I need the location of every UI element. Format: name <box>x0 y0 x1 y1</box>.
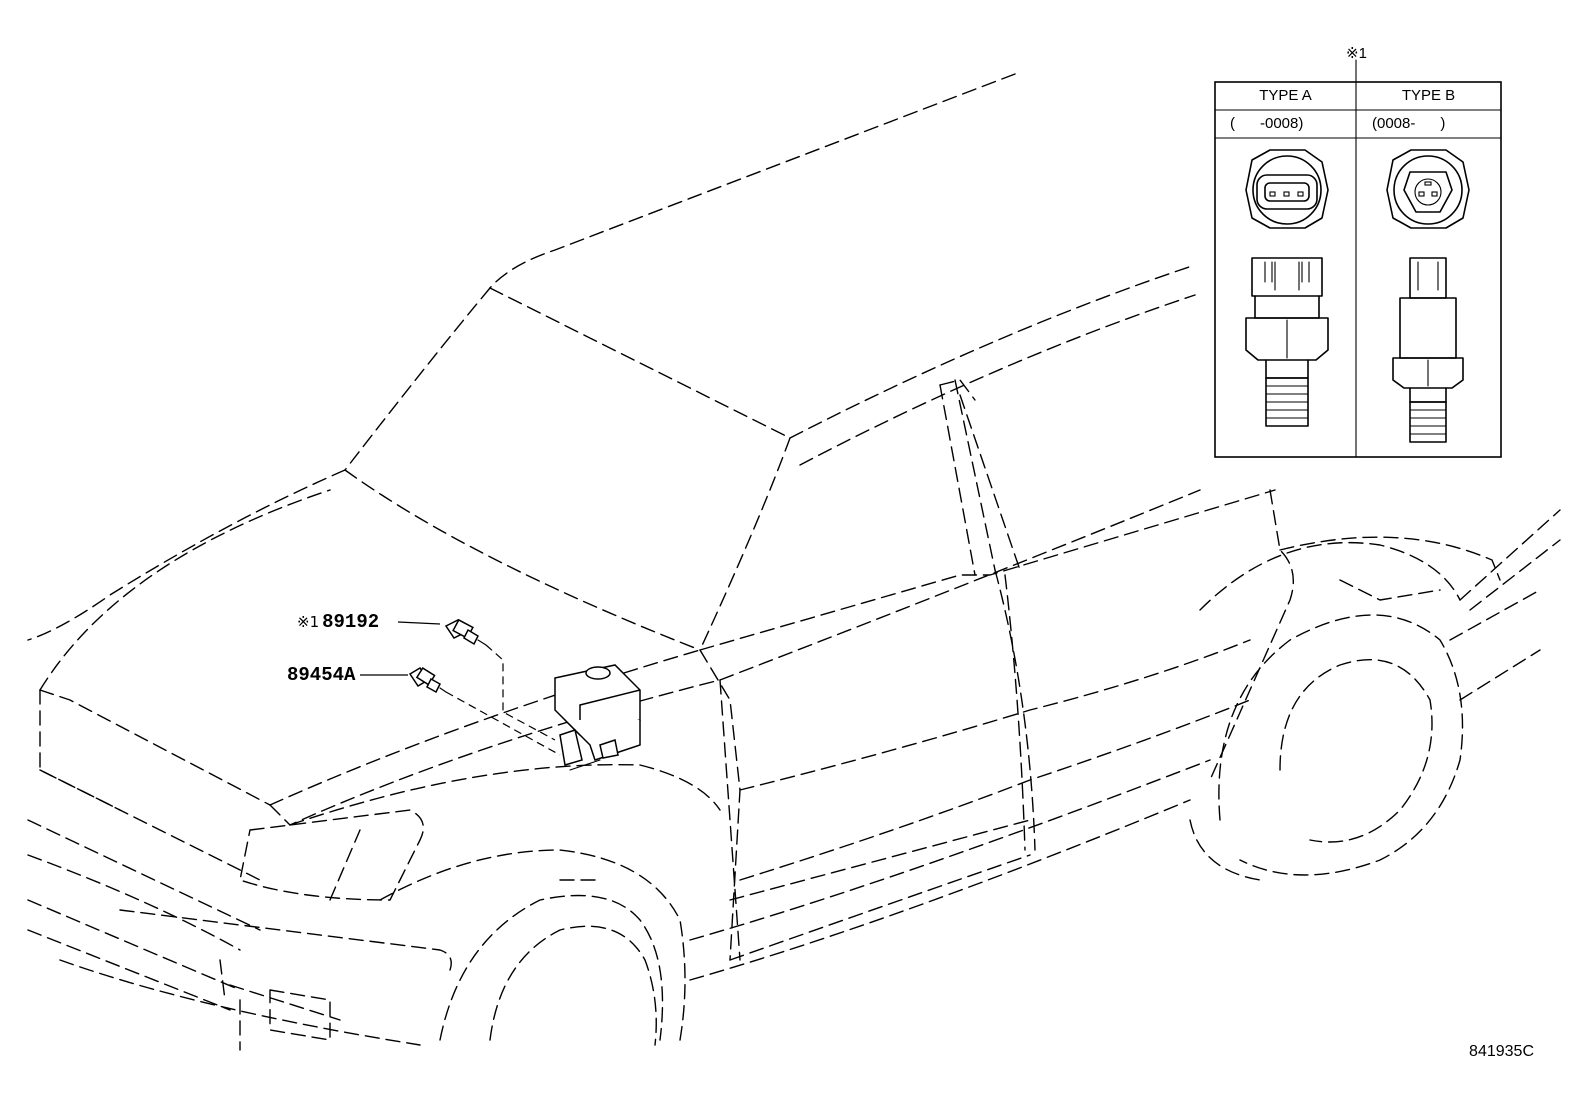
install-line-89454a <box>445 691 561 756</box>
pressure-switch-89454a-part <box>408 666 447 694</box>
vehicle-outline <box>27 73 1561 1051</box>
type-a-range: ( -0008) <box>1230 115 1304 132</box>
callout-note-mark: ※1 <box>297 613 320 631</box>
install-line-89192 <box>485 644 556 741</box>
part-number-89192: 89192 <box>322 611 380 633</box>
type-inset-table <box>1214 59 1502 458</box>
part-number-89454a: 89454A <box>287 664 356 686</box>
type-b-label: TYPE B <box>1401 87 1456 104</box>
type-b-range: (0008- ) <box>1372 115 1446 132</box>
inset-note-mark: ※1 <box>1346 45 1367 62</box>
type-b-sensor-drawing <box>1386 149 1470 443</box>
diagram-id: 841935C <box>1469 1043 1534 1060</box>
type-a-sensor-drawing <box>1245 149 1329 427</box>
leader-line-89192 <box>397 621 441 625</box>
type-a-label: TYPE A <box>1259 87 1312 104</box>
pressure-switch-89192-part <box>444 618 487 646</box>
brake-actuator-reservoir <box>554 664 641 771</box>
callout-89454a: 89454A <box>287 664 355 686</box>
